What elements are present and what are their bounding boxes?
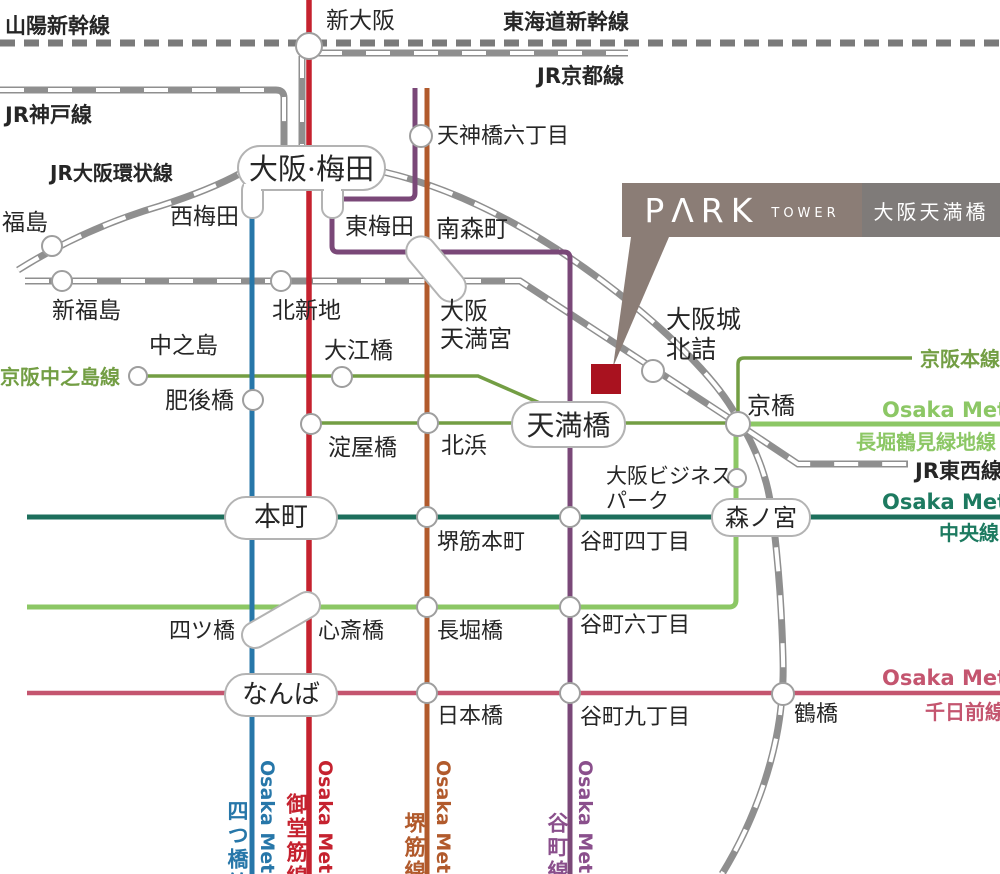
station-label-hommachi: 本町 <box>254 502 308 533</box>
station-label-nakanoshima: 中之島 <box>149 333 218 359</box>
station-dot-fukushima <box>41 235 63 257</box>
station-dot-osakajo-kitazume <box>641 359 665 383</box>
logo-tower-text: TOWER <box>771 205 840 221</box>
line-label-osaka-metro-chuo: Osaka Metro <box>882 490 1000 514</box>
station-dot-tanimachi9 <box>559 682 581 704</box>
station-capsule-hommachi <box>224 496 338 540</box>
vertical-label-yotsubashi: 四つ橋線 <box>225 800 249 874</box>
park-tower-banner: PΛRK TOWER 大阪天満橋 <box>622 183 1000 237</box>
line-label-nagahori: 長堀鶴見緑地線 <box>856 430 996 454</box>
station-label-minamimorimachi: 南森町 <box>436 215 508 243</box>
jr-kobe-line <box>0 86 288 150</box>
station-dot-sakaisuji-hommachi <box>416 506 438 528</box>
line-label-jr-kyoto: JR京都線 <box>537 64 624 88</box>
station-label-tenjimbashisuji6: 天神橋六丁目 <box>437 124 570 149</box>
station-label-shin-fukushima: 新福島 <box>52 298 121 324</box>
property-name-text: 大阪天満橋 <box>873 199 989 224</box>
line-label-jr-tozai: JR東西線 <box>915 459 1000 483</box>
station-dot-tsuruhashi <box>771 682 795 706</box>
station-label-morinomiya: 森ノ宮 <box>725 504 797 532</box>
station-label-kitashinchi: 北新地 <box>272 298 341 324</box>
station-capsule-umeda <box>237 145 386 191</box>
line-label-keihan-main: 京阪本線 <box>920 347 1000 371</box>
station-dot-shin-fukushima <box>51 270 73 292</box>
station-label-sakaisuji-hommachi: 堺筋本町 <box>437 530 526 555</box>
station-dot-tenjimbashisuji6 <box>409 124 433 148</box>
line-label-sanyo-shinkansen: 山陽新幹線 <box>5 14 110 38</box>
station-capsule-minamimorimachi <box>405 235 467 303</box>
vertical-label-osaka-metro-yotsubashi: Osaka Metro <box>256 760 278 874</box>
station-label-fukushima: 福島 <box>2 210 48 236</box>
vertical-label-osaka-metro-tanimachi: Osaka Metro <box>574 760 596 874</box>
station-label-osaka-temmangu: 大阪 天満宮 <box>440 297 512 354</box>
vertical-label-tanimachi: 谷町線 <box>545 812 569 874</box>
jr-kyoto-line <box>298 49 628 150</box>
station-label-tanimachi9: 谷町九丁目 <box>580 705 691 730</box>
station-dot-kitashinchi <box>270 270 292 292</box>
park-tower-logo: PΛRK TOWER <box>622 183 862 237</box>
station-label-nipponbashi: 日本橋 <box>437 704 504 729</box>
station-label-higashi-umeda: 東梅田 <box>345 214 414 240</box>
vertical-label-sakaisuji: 堺筋線 <box>402 812 426 874</box>
station-dot-osaka-business-park <box>727 468 747 488</box>
line-label-sennichimae: 千日前線 <box>925 700 1000 724</box>
vertical-label-osaka-metro-midosuji: Osaka Metro <box>314 760 336 874</box>
station-label-osaka-business-park: 大阪ビジネス パーク <box>606 464 732 513</box>
station-label-nagahoribashi: 長堀橋 <box>437 619 504 644</box>
station-label-nishi-umeda: 西梅田 <box>170 204 239 230</box>
station-label-tanimachi6: 谷町六丁目 <box>580 613 691 638</box>
station-dot-kitahama <box>417 412 439 434</box>
station-dot-nagahoribashi <box>416 596 438 618</box>
station-label-tsuruhashi: 鶴橋 <box>794 702 839 727</box>
tanimachi-line <box>329 88 573 874</box>
vertical-label-midosuji: 御堂筋線 <box>284 793 308 874</box>
station-dot-nipponbashi <box>416 682 438 704</box>
station-label-yodoyabashi: 淀屋橋 <box>328 435 397 461</box>
station-label-oebashi: 大江橋 <box>324 338 393 364</box>
station-label-tanimachi4: 谷町四丁目 <box>580 530 691 555</box>
station-dot-tanimachi6 <box>559 596 581 618</box>
station-label-shin-osaka: 新大阪 <box>326 8 395 34</box>
station-label-temmabashi: 天満橋 <box>526 409 611 442</box>
line-label-osaka-metro-sennichimae: Osaka Metro <box>882 666 1000 690</box>
station-dot-yodoyabashi <box>300 413 322 435</box>
station-label-yotsubashi-station: 四ツ橋 <box>169 619 236 644</box>
station-dot-oebashi <box>331 366 353 388</box>
line-label-jr-kobe: JR神戸線 <box>5 103 92 127</box>
line-label-tokaido-shinkansen: 東海道新幹線 <box>503 10 629 34</box>
station-capsule-namba <box>224 673 338 717</box>
station-dot-kyobashi <box>725 411 751 437</box>
station-label-higobashi: 肥後橋 <box>165 388 234 414</box>
line-label-jr-loop: JR大阪環状線 <box>50 161 173 185</box>
line-label-osaka-metro-nagahori: Osaka Metro <box>882 398 1000 422</box>
banner-pointer <box>613 237 669 367</box>
line-label-keihan-nakanoshima: 京阪中之島線 <box>0 365 120 389</box>
logo-park-text: PΛRK <box>644 190 760 230</box>
location-marker <box>591 364 621 394</box>
station-label-namba: なんば <box>241 680 320 710</box>
station-dot-shin-osaka <box>295 32 323 60</box>
station-dot-nakanoshima <box>128 366 148 386</box>
station-label-osakajo-kitazume: 大阪城 北詰 <box>666 305 742 364</box>
station-label-kitahama: 北浜 <box>441 433 487 459</box>
station-capsule-morinomiya <box>711 498 811 537</box>
station-capsule-temmabashi <box>511 401 626 448</box>
line-label-chuo: 中央線 <box>939 521 999 545</box>
station-label-shinsaibashi: 心斎橋 <box>318 619 385 644</box>
station-dot-higobashi <box>242 389 264 411</box>
station-label-umeda: 大阪·梅田 <box>248 152 375 186</box>
station-dot-tanimachi4 <box>559 506 581 528</box>
jr-loop-line <box>16 168 787 874</box>
property-name-plate: 大阪天満橋 <box>862 183 1000 237</box>
station-label-kyobashi: 京橋 <box>747 392 795 420</box>
vertical-label-osaka-metro-sakaisuji: Osaka Metro <box>432 760 454 874</box>
station-capsule-yotsubashi-shinsaibashi <box>241 591 321 649</box>
